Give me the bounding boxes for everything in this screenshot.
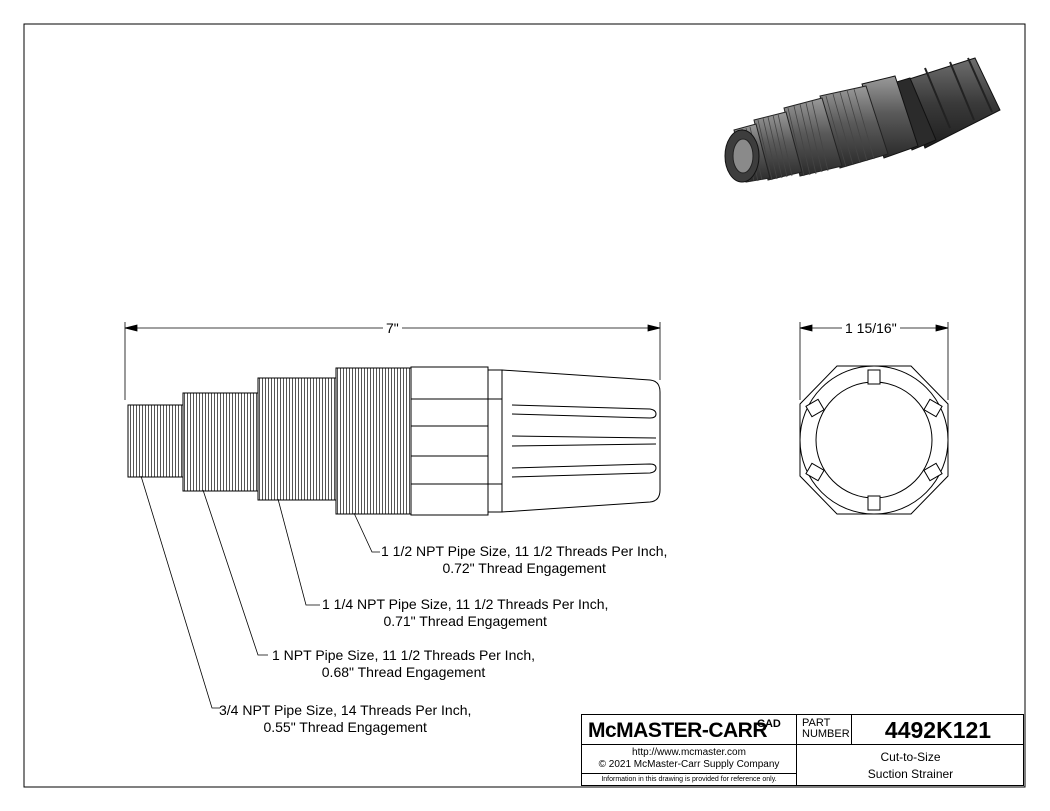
copyright: © 2021 McMaster-Carr Supply Company bbox=[598, 759, 780, 770]
collar-ring bbox=[487, 369, 503, 513]
callout-1-1-4-npt: 1 1/4 NPT Pipe Size, 11 1/2 Threads Per … bbox=[322, 596, 608, 630]
callout-line1: 1 NPT Pipe Size, 11 1/2 Threads Per Inch… bbox=[272, 647, 536, 663]
cad-mark: CAD bbox=[757, 718, 781, 730]
part-label-1: PART bbox=[802, 717, 831, 729]
callout-line2: 0.72" Thread Engagement bbox=[442, 560, 606, 576]
isometric-view bbox=[724, 57, 1001, 183]
callout-line1: 1 1/4 NPT Pipe Size, 11 1/2 Threads Per … bbox=[322, 596, 609, 612]
part-description: Cut-to-Size Suction Strainer bbox=[797, 745, 1024, 786]
thread-stage-3-4 bbox=[127, 404, 184, 478]
diameter-dimension-label: 1 15/16" bbox=[842, 320, 900, 336]
callout-1-npt: 1 NPT Pipe Size, 11 1/2 Threads Per Inch… bbox=[272, 647, 535, 681]
description-line-2: Suction Strainer bbox=[867, 767, 954, 781]
thread-stage-1-1-4 bbox=[257, 377, 337, 501]
description-line-1: Cut-to-Size bbox=[880, 750, 941, 764]
thread-stage-1 bbox=[182, 392, 259, 492]
sheet-border bbox=[23, 23, 1026, 788]
callout-line2: 0.68" Thread Engagement bbox=[321, 664, 486, 680]
callout-line2: 0.71" Thread Engagement bbox=[383, 613, 547, 629]
mcmaster-logo: McMASTER-CARR bbox=[588, 719, 768, 742]
thread-stage-1-1-2 bbox=[335, 367, 412, 515]
callout-line2: 0.55" Thread Engagement bbox=[263, 719, 427, 735]
callout-line1: 1 1/2 NPT Pipe Size, 11 1/2 Threads Per … bbox=[381, 543, 668, 559]
length-dimension-label: 7" bbox=[383, 320, 402, 336]
strainer-cap bbox=[501, 369, 661, 513]
part-number-label: PART NUMBER bbox=[797, 715, 852, 745]
end-view bbox=[799, 365, 949, 515]
website-url: http://www.mcmaster.com bbox=[632, 747, 746, 758]
part-label-2: NUMBER bbox=[802, 728, 850, 740]
title-block: McMASTER-CARR CAD PART NUMBER 4492K121 h… bbox=[581, 714, 1024, 786]
disclaimer: Information in this drawing is provided … bbox=[582, 773, 796, 785]
leader-lines bbox=[140, 475, 380, 709]
company-info: http://www.mcmaster.com © 2021 McMaster-… bbox=[582, 745, 797, 786]
logo-cell: McMASTER-CARR CAD bbox=[582, 715, 797, 745]
callout-3-4-npt: 3/4 NPT Pipe Size, 14 Threads Per Inch, … bbox=[219, 702, 471, 736]
callout-1-1-2-npt: 1 1/2 NPT Pipe Size, 11 1/2 Threads Per … bbox=[381, 543, 667, 577]
part-number: 4492K121 bbox=[852, 715, 1024, 745]
callout-line1: 3/4 NPT Pipe Size, 14 Threads Per Inch, bbox=[219, 702, 472, 718]
side-view bbox=[127, 366, 661, 516]
hex-body bbox=[410, 366, 489, 516]
